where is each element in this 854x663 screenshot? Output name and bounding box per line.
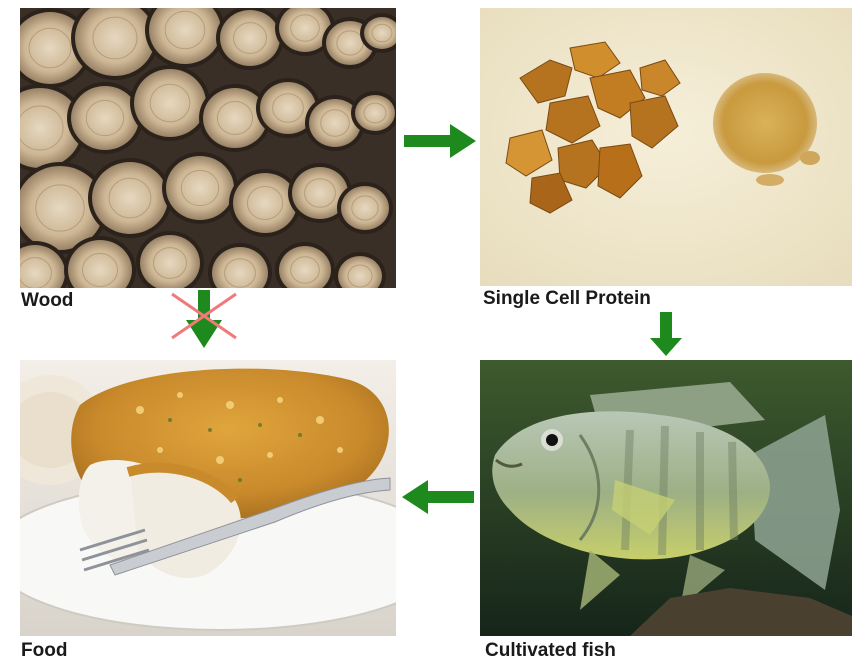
arrow-icon — [404, 124, 476, 158]
wood-label: Wood — [21, 290, 73, 312]
arrow-icon — [404, 124, 476, 158]
arrow-icon — [650, 312, 682, 356]
single-cell-protein-label: Single Cell Protein — [483, 288, 651, 310]
food-image — [20, 360, 396, 636]
arrow-icon — [186, 290, 222, 348]
arrow-icon — [650, 312, 682, 356]
food-label: Food — [21, 640, 67, 662]
blocked-arrow — [168, 290, 240, 350]
arrow-icon — [402, 480, 474, 514]
cultivated-fish-label: Cultivated fish — [485, 640, 616, 662]
cultivated-fish-image — [480, 360, 852, 636]
wood-image — [20, 8, 396, 288]
arrow-icon — [402, 480, 474, 514]
single-cell-protein-image — [480, 8, 852, 286]
